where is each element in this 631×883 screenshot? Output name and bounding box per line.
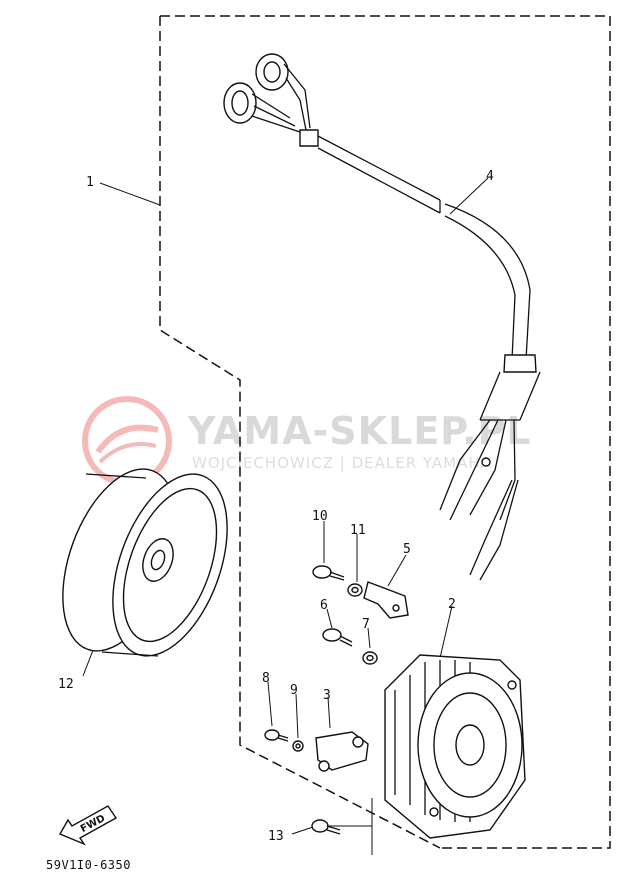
fwd-arrow-icon: FWD bbox=[58, 805, 118, 846]
flywheel-rotor bbox=[62, 468, 228, 657]
coupler-icon bbox=[255, 53, 311, 131]
callout-2: 2 bbox=[448, 597, 456, 612]
callout-13: 13 bbox=[268, 829, 284, 844]
callout-8: 8 bbox=[262, 671, 270, 686]
screw-icon bbox=[264, 729, 289, 742]
washer-icon bbox=[347, 583, 363, 597]
watermark: YAMA-SKLEP.PL WOJCIECHOWICZ | DEALER YAM… bbox=[82, 396, 532, 486]
coupler-icon bbox=[223, 82, 301, 133]
callout-6: 6 bbox=[320, 598, 328, 613]
callout-9: 9 bbox=[290, 683, 298, 698]
washer-icon bbox=[362, 651, 378, 665]
callout-12: 12 bbox=[58, 677, 74, 692]
screw-icon bbox=[322, 628, 353, 647]
callout-labels: 1 2 3 4 5 6 7 8 9 10 11 12 13 bbox=[58, 169, 494, 844]
screw-icon bbox=[311, 819, 341, 835]
part-code: 59V1I0-6350 bbox=[46, 858, 131, 872]
washer-icon bbox=[292, 740, 304, 752]
watermark-brand: YAMA-SKLEP.PL bbox=[187, 409, 532, 453]
bracket bbox=[363, 581, 409, 619]
watermark-subtitle: WOJCIECHOWICZ | DEALER YAMAHA bbox=[192, 454, 492, 472]
pulser-coil bbox=[315, 731, 369, 772]
watermark-logo-icon bbox=[82, 396, 172, 486]
stator-assembly bbox=[384, 654, 526, 839]
callout-10: 10 bbox=[312, 509, 328, 524]
callout-7: 7 bbox=[362, 617, 370, 632]
callout-3: 3 bbox=[323, 688, 331, 703]
callout-5: 5 bbox=[403, 542, 411, 557]
callout-4: 4 bbox=[486, 169, 494, 184]
screw-icon bbox=[312, 565, 345, 581]
assembly-boundary bbox=[159, 15, 611, 849]
wire-harness bbox=[223, 53, 541, 581]
callout-1: 1 bbox=[86, 175, 94, 190]
callout-11: 11 bbox=[350, 523, 366, 538]
